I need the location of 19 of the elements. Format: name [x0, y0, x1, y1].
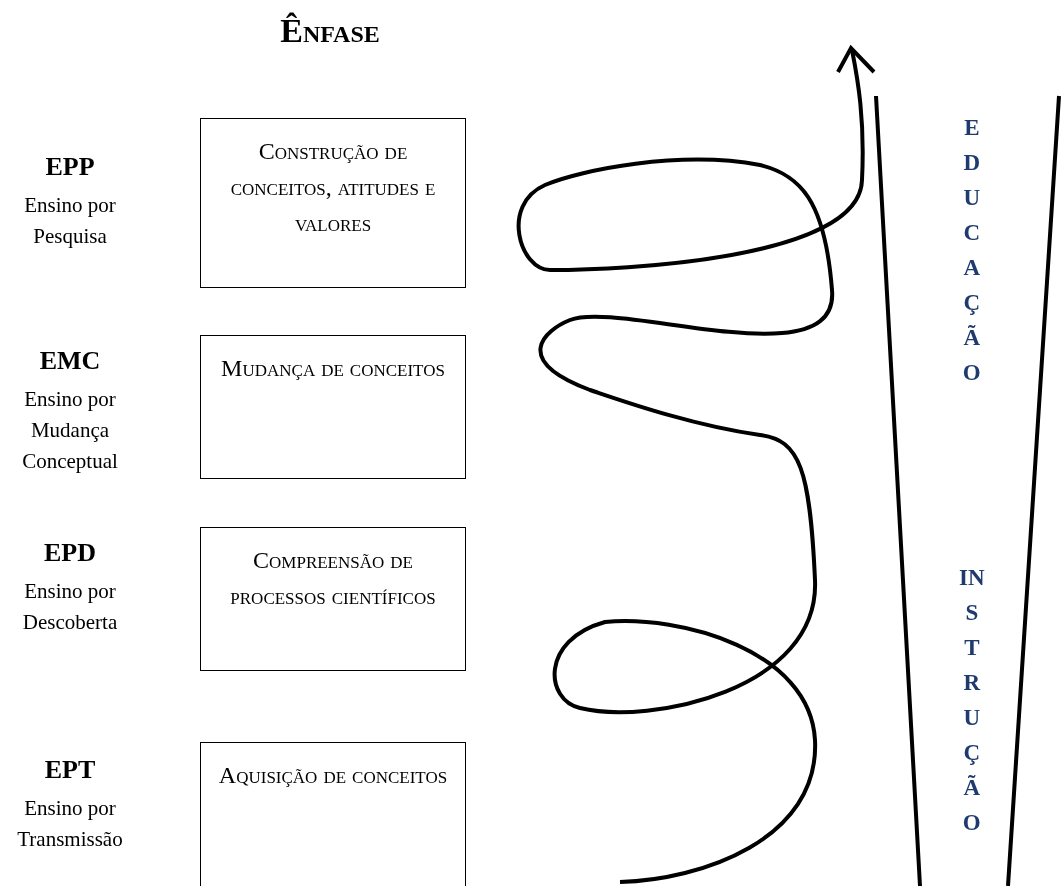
concept-box [200, 742, 466, 886]
abbreviation: EPP [44, 152, 96, 182]
box-text: Aquisição de conceitos [217, 761, 449, 790]
box-text: Mudança de conceitos [220, 354, 446, 383]
title: Ênfase [279, 12, 381, 50]
description-text: Ensino por Descoberta [21, 578, 119, 636]
description-text: Ensino por Pesquisa [23, 192, 117, 250]
box-text: Compreensão de processos científicos [229, 546, 437, 611]
abbreviation: EPT [43, 755, 97, 785]
concept-box [200, 335, 466, 479]
vertical-text: EDUCAÇÃO [961, 114, 982, 387]
concept-box [200, 527, 466, 671]
concept-box [200, 118, 466, 288]
vertical-text: INSTRUÇÃO [958, 564, 986, 837]
abbreviation: EPD [43, 538, 97, 568]
abbreviation: EMC [38, 346, 102, 376]
description-text: Ensino por Mudança Conceptual [21, 386, 119, 475]
description-text: Ensino por Transmissão [16, 795, 124, 853]
box-text: Construção de conceitos, atitudes e valores [229, 137, 437, 238]
